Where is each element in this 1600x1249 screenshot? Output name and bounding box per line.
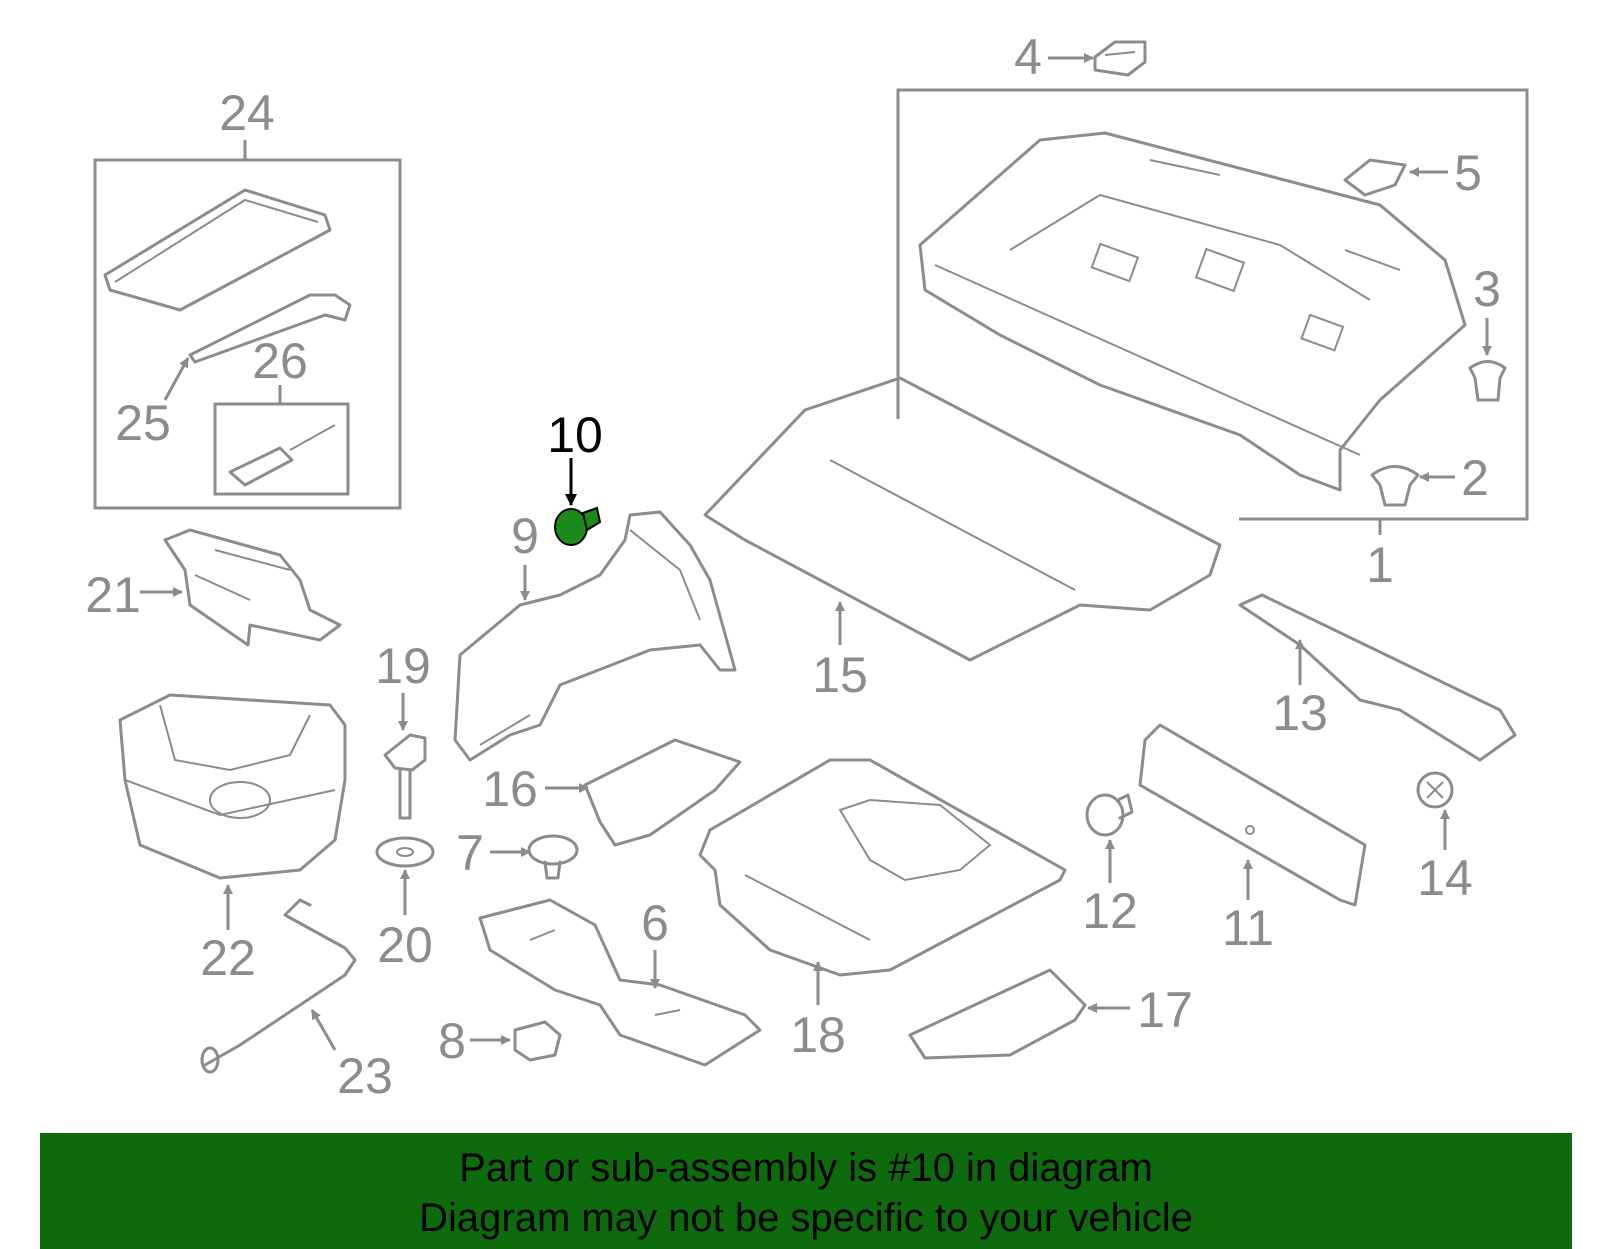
callout-11: 11 — [1222, 900, 1274, 956]
callout-16: 16 — [482, 761, 538, 817]
callout-8: 8 — [438, 1013, 466, 1069]
plug-part-7 — [527, 834, 579, 880]
clip-part-3 — [1468, 360, 1507, 402]
clip-part-2 — [1370, 465, 1420, 507]
callout-4: 4 — [1014, 29, 1042, 85]
highlighted-part-10 — [554, 506, 602, 546]
tool-bag-part-24 — [103, 188, 332, 312]
trim-part-6 — [478, 898, 762, 1067]
rear-shelf-part-1 — [918, 131, 1467, 492]
cover-part-4 — [1093, 40, 1147, 77]
panel-part-16 — [583, 738, 742, 847]
trunk-tray-part-18 — [698, 758, 1067, 977]
clip-part-14 — [1416, 771, 1454, 809]
wrench-part-25 — [188, 293, 352, 364]
callout-15: 15 — [812, 647, 868, 703]
callout-14: 14 — [1417, 850, 1473, 906]
callout-22: 22 — [200, 930, 256, 986]
callout-26: 26 — [252, 333, 308, 389]
callout-24: 24 — [219, 85, 275, 141]
callout-18: 18 — [790, 1007, 846, 1063]
callout-3: 3 — [1473, 261, 1501, 317]
parts-diagram: 1 2 3 4 5 6 7 8 9 11 12 13 14 15 16 17 1… — [85, 29, 1529, 1104]
rod-part-23 — [200, 898, 357, 1074]
callout-10: 10 — [547, 407, 603, 463]
callout-25: 25 — [115, 395, 171, 451]
banner-line-1: Part or sub-assembly is #10 in diagram — [459, 1146, 1153, 1190]
callout-6: 6 — [641, 895, 669, 951]
callout-2: 2 — [1461, 450, 1489, 506]
washer-part-20 — [375, 836, 435, 868]
callout-23: 23 — [337, 1048, 393, 1104]
tire-tray-part-22 — [118, 693, 347, 880]
jack-part-21 — [163, 528, 342, 647]
sill-part-11 — [1138, 723, 1367, 907]
banner-line-2: Diagram may not be specific to your vehi… — [419, 1196, 1193, 1240]
kit-box-24 — [93, 158, 402, 510]
callout-17: 17 — [1137, 982, 1193, 1038]
callout-7: 7 — [456, 825, 484, 881]
screwdriver-part-26 — [228, 424, 336, 487]
info-banner: Part or sub-assembly is #10 in diagram D… — [40, 1133, 1572, 1249]
bracket-part-8 — [513, 1020, 562, 1062]
callout-20: 20 — [377, 917, 433, 973]
callout-5: 5 — [1454, 145, 1482, 201]
bolt-part-19 — [383, 733, 427, 820]
floor-mat-part-15 — [703, 376, 1222, 662]
callout-9: 9 — [511, 508, 539, 564]
side-trim-part-9 — [453, 510, 737, 762]
callout-1: 1 — [1366, 537, 1394, 593]
cap-part-5 — [1343, 158, 1407, 197]
callout-19: 19 — [375, 638, 431, 694]
bumper-part-12 — [1085, 793, 1134, 837]
panel-part-17 — [908, 968, 1087, 1060]
assembly-box-1 — [896, 88, 1529, 521]
leader-23 — [310, 1009, 337, 1051]
leader-25 — [163, 357, 190, 401]
callout-13: 13 — [1272, 685, 1328, 741]
callout-21: 21 — [85, 567, 141, 623]
callout-12: 12 — [1082, 883, 1138, 939]
trim-part-13 — [1238, 593, 1517, 762]
